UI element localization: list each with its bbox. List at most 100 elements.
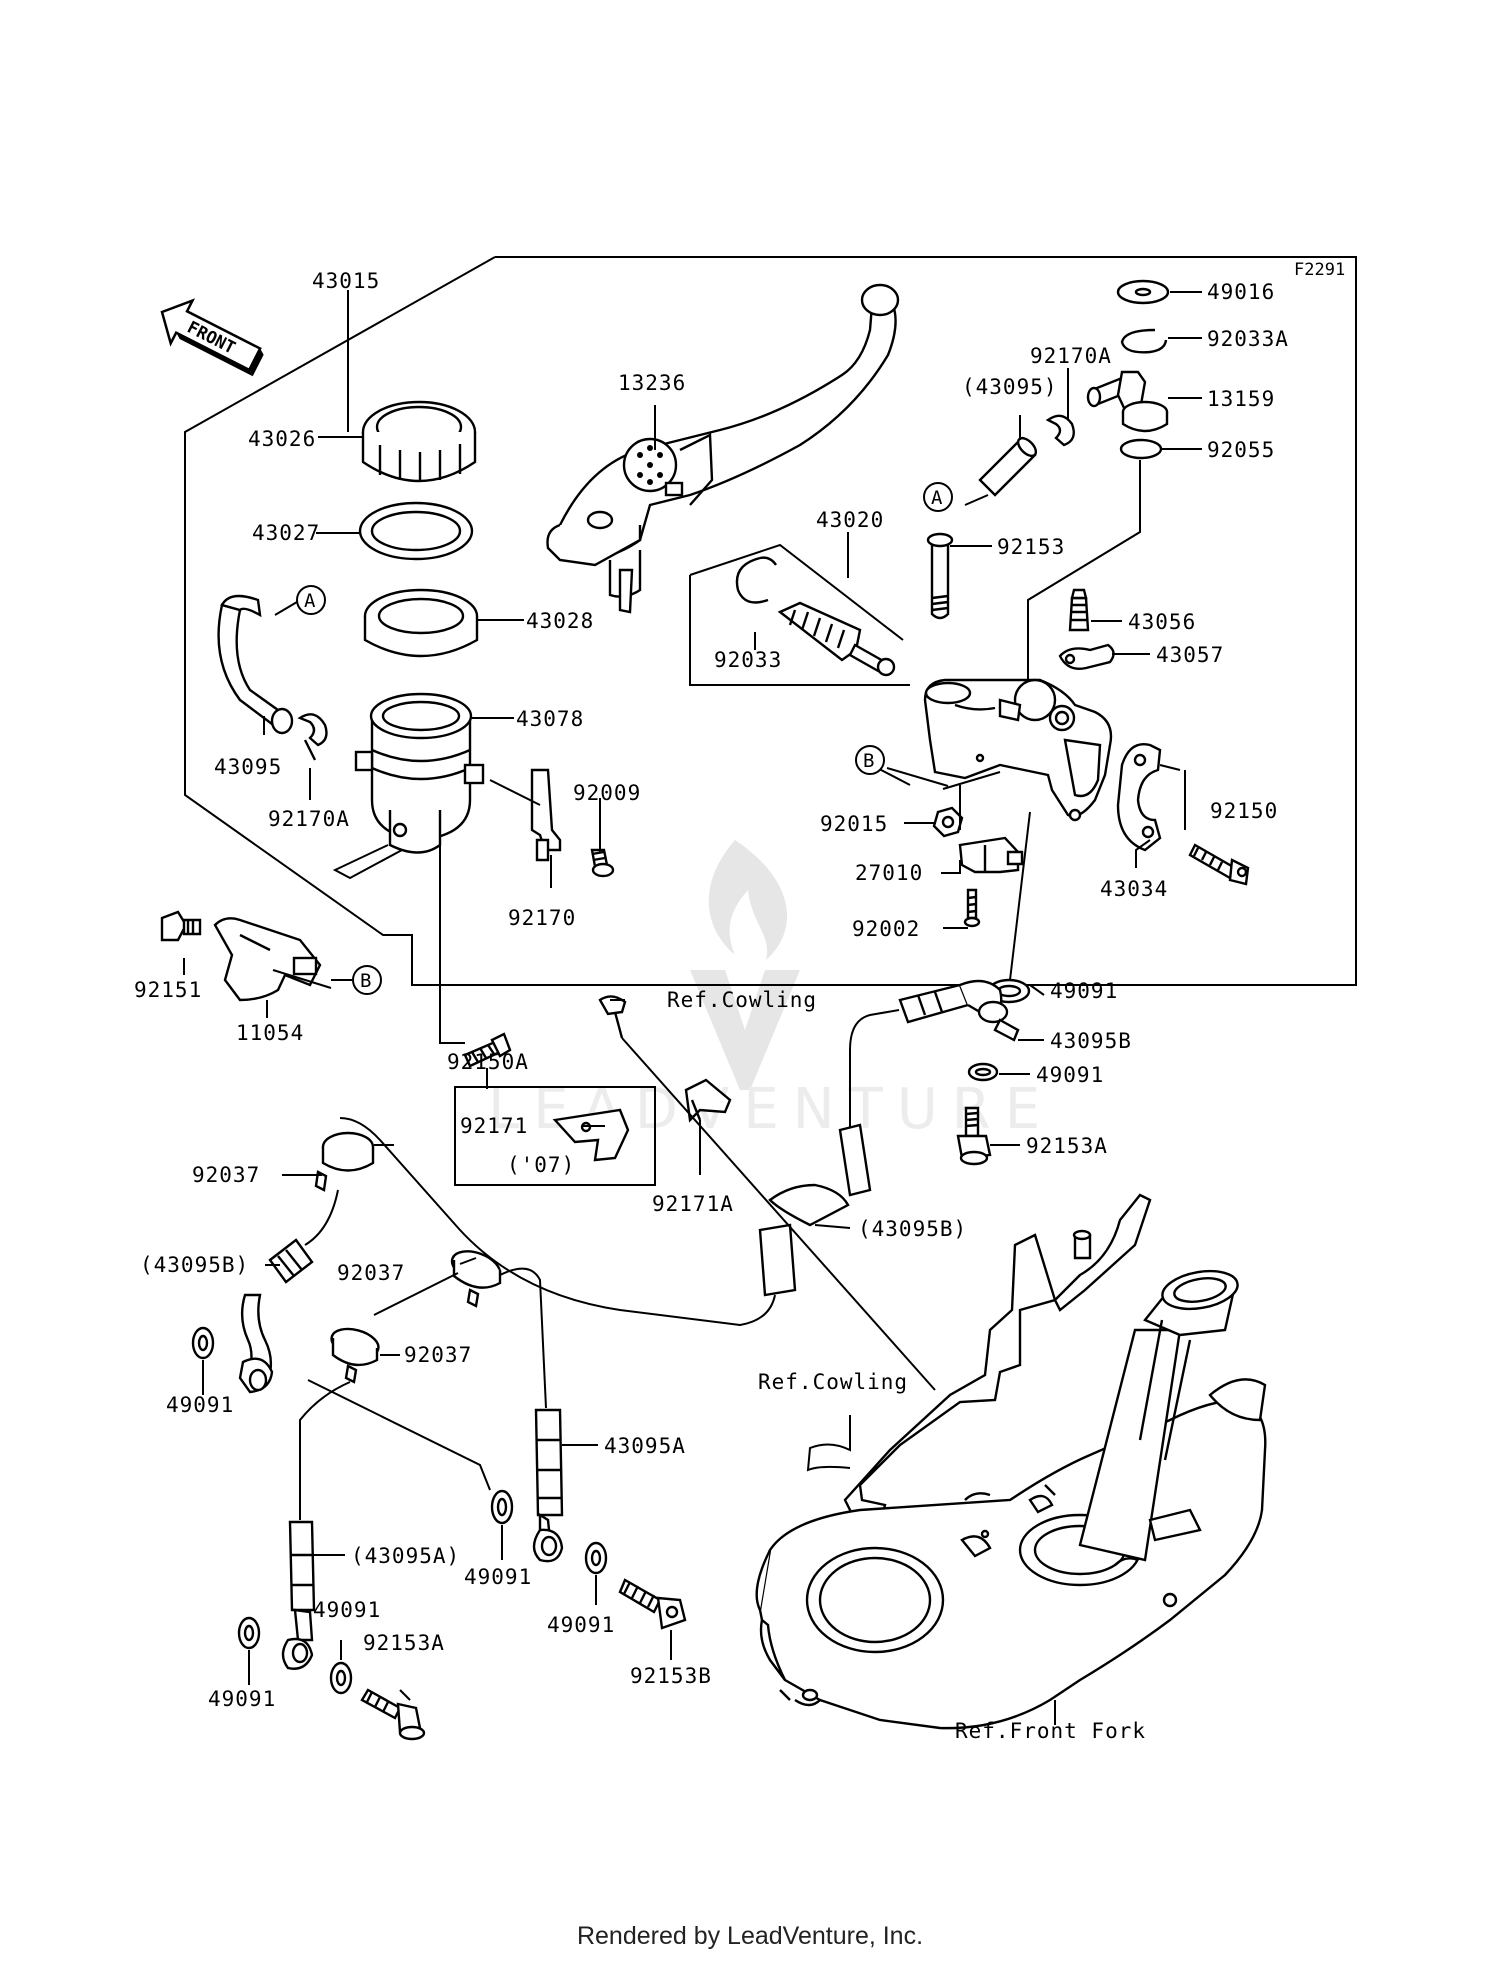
part-label: 43078 bbox=[516, 707, 584, 731]
kit-bracket-43020-top bbox=[689, 543, 904, 641]
piston-icon bbox=[777, 601, 896, 677]
part-label: 43034 bbox=[1100, 877, 1168, 901]
part-label: 92170A bbox=[1030, 344, 1112, 368]
part-label: (43095A) bbox=[351, 1544, 460, 1568]
reservoir-hose-icon bbox=[217, 594, 294, 735]
part-label: 92170 bbox=[508, 906, 576, 930]
banjo-bolt-icon bbox=[618, 1578, 687, 1630]
bleeder-cap-icon bbox=[1058, 643, 1115, 670]
part-label: 49091 bbox=[547, 1613, 615, 1637]
diagram-code: F2291 bbox=[1294, 260, 1345, 280]
hose-line bbox=[849, 1009, 900, 1130]
part-label: 13159 bbox=[1207, 387, 1275, 411]
part-label: 92153A bbox=[1026, 1134, 1108, 1158]
ref-cowling-mid: Ref.Cowling bbox=[758, 1370, 908, 1394]
part-label: 92009 bbox=[573, 781, 641, 805]
triple-clamp-icon bbox=[755, 1193, 1267, 1730]
part-label: 43056 bbox=[1128, 610, 1196, 634]
part-label: 43095A bbox=[604, 1434, 686, 1458]
callout-A-top: A bbox=[274, 585, 326, 616]
hose-line bbox=[499, 1267, 547, 1409]
master-cylinder-icon bbox=[923, 678, 1113, 822]
diaphragm-ring-icon bbox=[358, 501, 474, 561]
hose-line bbox=[339, 1117, 776, 1327]
part-label: 49091 bbox=[1036, 1063, 1104, 1087]
part-label: 49091 bbox=[166, 1393, 234, 1417]
part-label: 92153B bbox=[630, 1664, 712, 1688]
part-label: 92033 bbox=[714, 648, 782, 672]
part-label: 92150A bbox=[447, 1050, 529, 1074]
hose-sleeve-icon bbox=[838, 1123, 872, 1197]
kit-frame bbox=[184, 256, 1357, 986]
clip-bracket-icon bbox=[684, 1078, 732, 1123]
part-label: 43020 bbox=[816, 508, 884, 532]
hose-sleeve-band-icon bbox=[291, 1553, 313, 1587]
variant-box-07 bbox=[454, 1086, 656, 1186]
part-label: (43095) bbox=[962, 375, 1058, 399]
banjo-hole-icon bbox=[540, 1535, 558, 1557]
part-label: 49091 bbox=[208, 1687, 276, 1711]
ref-cowling-top: Ref.Cowling bbox=[667, 988, 817, 1012]
part-label: (43095B) bbox=[858, 1217, 967, 1241]
hose-sleeve-icon bbox=[288, 1520, 316, 1612]
part-label: 13236 bbox=[618, 371, 686, 395]
part-label: 92015 bbox=[820, 812, 888, 836]
hose-clamp-icon bbox=[1045, 414, 1075, 447]
brake-switch-icon bbox=[958, 836, 1024, 874]
part-label: 43095 bbox=[214, 755, 282, 779]
callout-B-right: B bbox=[855, 745, 885, 775]
footer-credit: Rendered by LeadVenture, Inc. bbox=[576, 1922, 924, 1950]
part-label: 49091 bbox=[313, 1598, 381, 1622]
part-label: 43027 bbox=[252, 521, 320, 545]
callout-A-right: A bbox=[923, 482, 953, 512]
banjo-bolt-icon bbox=[360, 1688, 426, 1741]
part-label: 92151 bbox=[134, 978, 202, 1002]
part-label: 43095B bbox=[1050, 1029, 1132, 1053]
cowling-ref-line bbox=[806, 1415, 851, 1472]
banjo-hole-icon bbox=[291, 1642, 309, 1664]
part-label: 49016 bbox=[1207, 280, 1275, 304]
banjo-bolt-icon bbox=[956, 1106, 992, 1166]
brake-lever-icon bbox=[546, 283, 900, 614]
bolt-icon bbox=[463, 1032, 512, 1068]
hose-sleeve-band-icon bbox=[537, 1438, 561, 1500]
washer-icon bbox=[490, 1489, 514, 1525]
part-label: 92170A bbox=[268, 807, 350, 831]
hose-line bbox=[304, 1189, 339, 1246]
circlip-icon bbox=[735, 556, 777, 604]
bolt-icon bbox=[160, 910, 202, 942]
part-label: 92037 bbox=[404, 1343, 472, 1367]
hose-clamp-icon bbox=[450, 1250, 502, 1308]
hose-sleeve-band-icon bbox=[277, 1249, 303, 1277]
part-label: 92055 bbox=[1207, 438, 1275, 462]
hose-sleeve-icon bbox=[268, 1238, 314, 1284]
ref-front-fork: Ref.Front Fork bbox=[955, 1719, 1146, 1743]
part-labels: 43015 43026 43027 43028 43078 43095 9217… bbox=[134, 269, 1289, 1711]
washer-icon bbox=[329, 1661, 353, 1695]
part-label: 92150 bbox=[1210, 799, 1278, 823]
washer-icon bbox=[584, 1541, 608, 1575]
svg-text:B: B bbox=[360, 970, 371, 992]
reservoir-tank-icon bbox=[354, 692, 485, 854]
part-label: ('07) bbox=[507, 1153, 575, 1177]
part-label: 92153 bbox=[997, 535, 1065, 559]
hose-clamp-icon bbox=[314, 1131, 375, 1192]
handlebar-clamp-icon bbox=[1116, 743, 1162, 852]
hose-grommet-icon bbox=[768, 1183, 850, 1227]
hose-sleeve-icon bbox=[758, 1223, 797, 1297]
o-ring-icon bbox=[1119, 438, 1163, 460]
screw-icon bbox=[963, 888, 981, 928]
stay-line bbox=[621, 1037, 936, 1391]
part-label: 43026 bbox=[248, 427, 316, 451]
part-label: 92171A bbox=[652, 1192, 734, 1216]
hose-segment-icon bbox=[978, 436, 1038, 497]
bleeder-valve-icon bbox=[1068, 588, 1090, 632]
banjo-hole-icon bbox=[248, 1368, 268, 1392]
hose-clamp-icon bbox=[297, 713, 328, 761]
pivot-bolt-icon bbox=[926, 532, 954, 620]
washer-icon bbox=[191, 1326, 215, 1360]
diaphragm-icon bbox=[363, 588, 479, 658]
hose-fitting-icon bbox=[1086, 370, 1169, 433]
part-label: 92033A bbox=[1207, 327, 1289, 351]
